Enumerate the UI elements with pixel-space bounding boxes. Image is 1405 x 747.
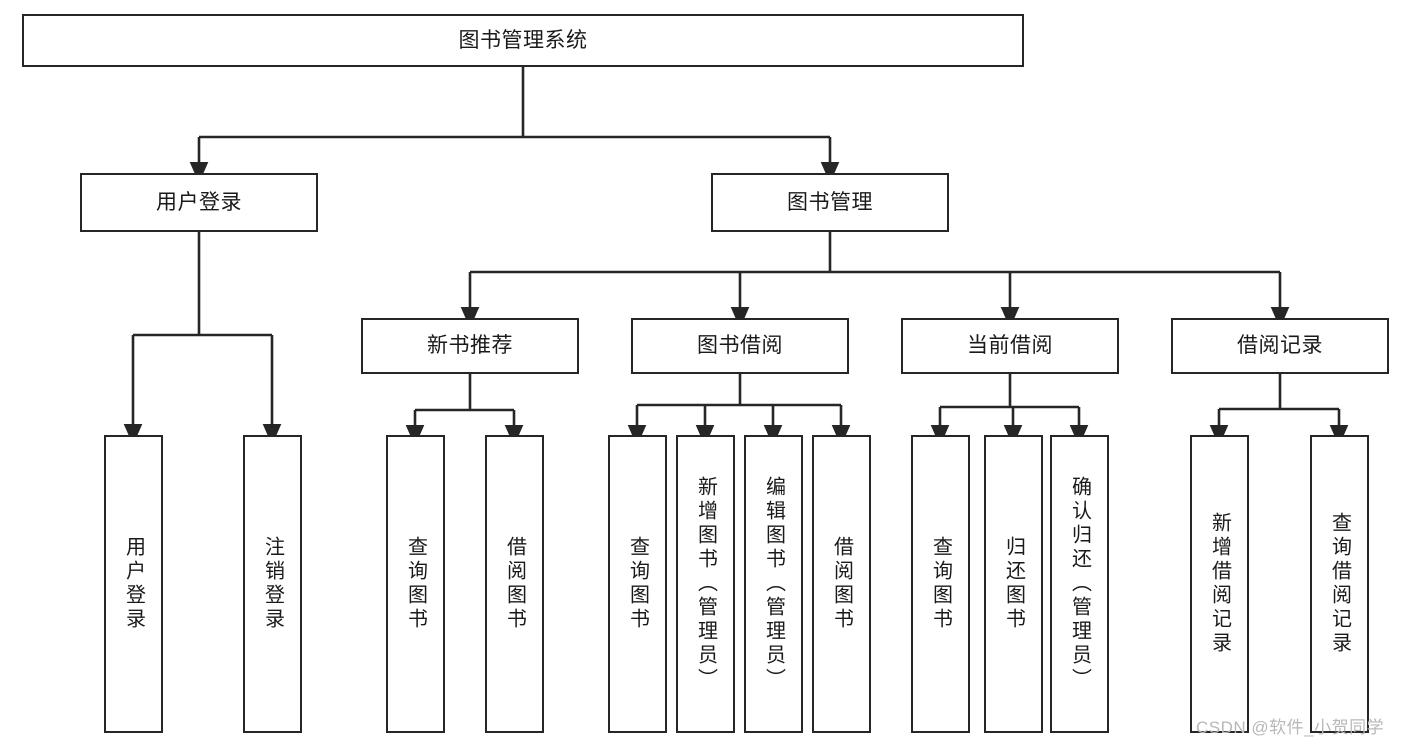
node-label: 当前借阅 (967, 334, 1053, 358)
node-label: 借阅记录 (1237, 334, 1323, 358)
leaf-add-borrow-record[interactable]: 新增借阅记录 (1190, 435, 1249, 733)
node-label: 查询图书 (626, 536, 649, 632)
leaf-user-logout[interactable]: 注销登录 (243, 435, 302, 733)
node-label: 新增借阅记录 (1208, 512, 1231, 656)
leaf-user-login[interactable]: 用户登录 (104, 435, 163, 733)
node-current-borrow[interactable]: 当前借阅 (901, 318, 1119, 374)
node-borrow-record[interactable]: 借阅记录 (1171, 318, 1389, 374)
leaf-query-book-newbook[interactable]: 查询图书 (386, 435, 445, 733)
node-label: 确认归还（管理员） (1068, 476, 1091, 692)
node-label: 查询借阅记录 (1328, 512, 1351, 656)
node-label: 编辑图书（管理员） (762, 476, 785, 692)
node-label: 查询图书 (929, 536, 952, 632)
node-book-borrow[interactable]: 图书借阅 (631, 318, 849, 374)
node-label: 图书借阅 (697, 334, 783, 358)
node-label: 借阅图书 (830, 536, 853, 632)
leaf-return-book[interactable]: 归还图书 (984, 435, 1043, 733)
leaf-query-book-current[interactable]: 查询图书 (911, 435, 970, 733)
node-label: 用户登录 (122, 536, 145, 632)
leaf-borrow-book[interactable]: 借阅图书 (812, 435, 871, 733)
leaf-confirm-return-admin[interactable]: 确认归还（管理员） (1050, 435, 1109, 733)
csdn-watermark: CSDN @软件_小贺同学 (1196, 718, 1385, 737)
node-label: 归还图书 (1002, 536, 1025, 632)
node-label: 新增图书（管理员） (694, 476, 717, 692)
node-label: 用户登录 (156, 190, 242, 214)
leaf-edit-book-admin[interactable]: 编辑图书（管理员） (744, 435, 803, 733)
node-new-book-recommend[interactable]: 新书推荐 (361, 318, 579, 374)
leaf-query-borrow-record[interactable]: 查询借阅记录 (1310, 435, 1369, 733)
node-label: 注销登录 (261, 536, 284, 632)
leaf-borrow-book-newbook[interactable]: 借阅图书 (485, 435, 544, 733)
node-label: 图书管理系统 (458, 28, 588, 52)
node-user-login[interactable]: 用户登录 (80, 173, 318, 232)
node-label: 查询图书 (404, 536, 427, 632)
node-label: 借阅图书 (503, 536, 526, 632)
leaf-query-book-borrow[interactable]: 查询图书 (608, 435, 667, 733)
node-book-management[interactable]: 图书管理 (711, 173, 949, 232)
leaf-add-book-admin[interactable]: 新增图书（管理员） (676, 435, 735, 733)
node-label: 新书推荐 (427, 334, 513, 358)
node-label: 图书管理 (787, 190, 873, 214)
node-root-system[interactable]: 图书管理系统 (22, 14, 1024, 67)
